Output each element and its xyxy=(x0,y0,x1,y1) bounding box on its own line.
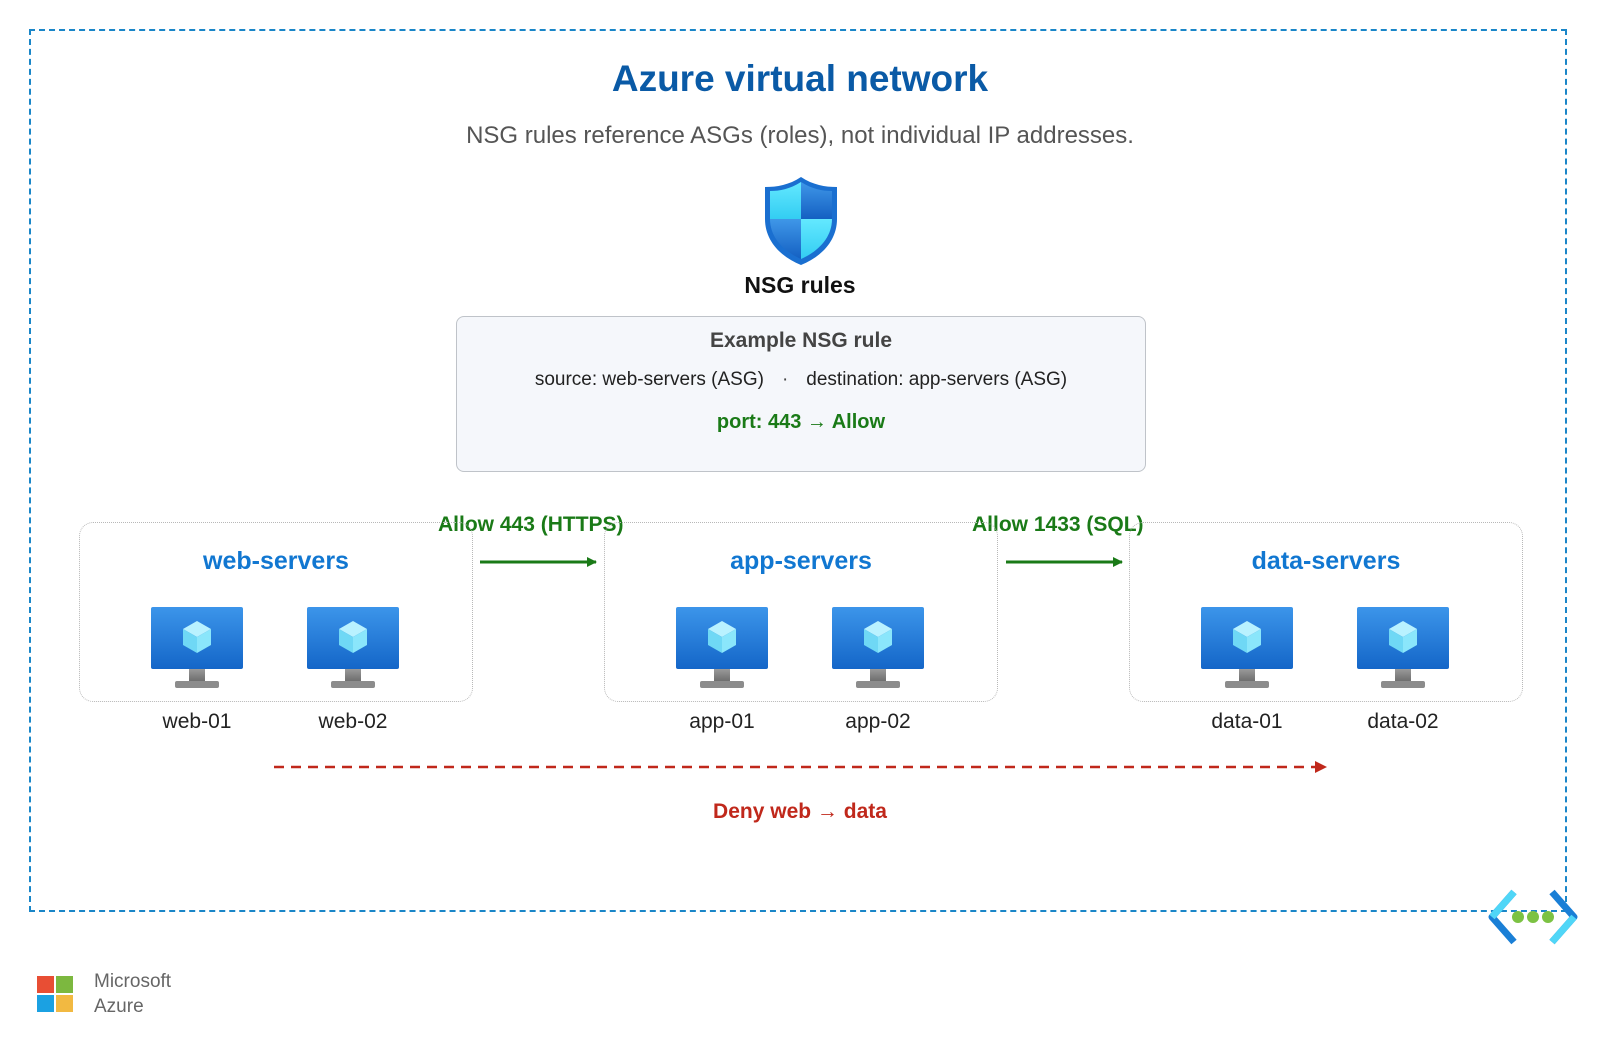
rule-separator: · xyxy=(781,369,789,390)
rule-destination: destination: app-servers (ASG) xyxy=(806,369,1068,390)
asg-web-servers: web-servers xyxy=(79,522,473,702)
vm-monitor-icon xyxy=(676,607,768,688)
rule-source: source: web-servers (ASG) xyxy=(534,369,764,390)
vm-label-web-01: web-01 xyxy=(162,710,232,733)
rule-source-destination: source: web-servers (ASG) · destination: a… xyxy=(457,369,1145,391)
example-rule-card: Example NSG rule source: web-servers (AS… xyxy=(456,316,1146,472)
rule-action: port: 443 → Allow xyxy=(716,411,886,433)
vm-label-app-01: app-01 xyxy=(689,710,755,733)
diagram-title: Azure virtual network xyxy=(611,58,989,99)
microsoft-azure-wordmark: Microsoft Azure xyxy=(94,969,171,1019)
vm-monitor-icon xyxy=(151,607,243,688)
vnet-boundary xyxy=(29,29,1567,912)
asg-data-servers: data-servers xyxy=(1129,522,1523,702)
brand-line-microsoft: Microsoft xyxy=(94,971,172,992)
vm-monitor-icon xyxy=(1201,607,1293,688)
allow-sql-label: Allow 1433 (SQL) xyxy=(972,513,1144,536)
rule-card-title: Example NSG rule xyxy=(709,329,893,352)
deny-label: Deny web → data xyxy=(713,800,887,823)
vm-label-app-02: app-02 xyxy=(845,710,911,733)
group-title-data-servers: data-servers xyxy=(1251,547,1401,575)
vm-label-web-02: web-02 xyxy=(318,710,388,733)
nsg-rules-label: NSG rules xyxy=(744,272,856,298)
virtual-network-icon xyxy=(1488,889,1578,945)
diagram-subtitle: NSG rules reference ASGs (roles), not in… xyxy=(466,122,1134,149)
allow-https-label: Allow 443 (HTTPS) xyxy=(438,513,624,536)
asg-app-servers: app-servers xyxy=(604,522,998,702)
microsoft-logo-icon xyxy=(37,976,73,1012)
vm-monitor-icon xyxy=(307,607,399,688)
group-title-app-servers: app-servers xyxy=(730,547,872,575)
vm-label-data-02: data-02 xyxy=(1367,710,1439,733)
vm-monitor-icon xyxy=(1357,607,1449,688)
brand-line-azure: Azure xyxy=(94,996,144,1017)
shield-icon xyxy=(765,177,837,265)
group-title-web-servers: web-servers xyxy=(203,547,349,575)
vm-monitor-icon xyxy=(832,607,924,688)
vm-label-data-01: data-01 xyxy=(1211,710,1283,733)
